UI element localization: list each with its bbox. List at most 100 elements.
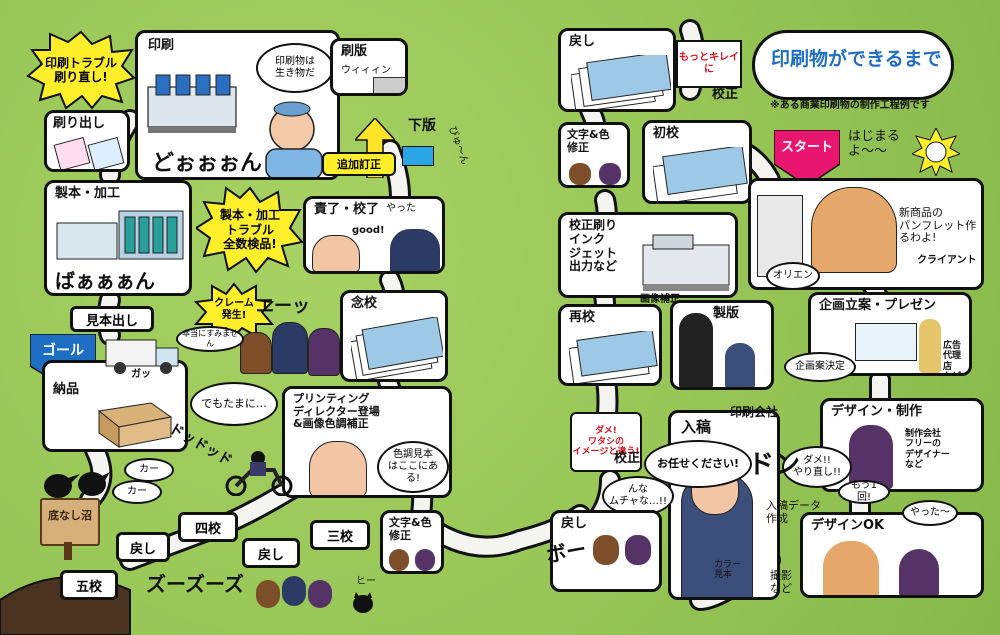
gazohosei-note: 画像補正 xyxy=(640,294,680,305)
nyuko-bubble: お任せください! xyxy=(644,440,752,488)
box-moji-iro-bottom: 文字&色 修正 xyxy=(380,510,444,574)
label-kikaku: 企画立案・プレゼン xyxy=(819,298,937,313)
start-marker: スタート xyxy=(773,129,841,187)
operator-illustration-2 xyxy=(725,343,755,387)
box-modoshi-mid: 戻し xyxy=(550,510,662,592)
box-shoko: 初校 xyxy=(642,120,752,204)
motorcycle-illustration xyxy=(222,448,298,497)
face-illustration-3 xyxy=(569,163,591,185)
bog-sign: 底なし沼 xyxy=(40,498,100,560)
box-nyuko: 入稿 xyxy=(668,410,780,600)
director-bubble: 色調見本 はここにある! xyxy=(377,441,449,493)
label-modoshi-bottom1: 戻し xyxy=(257,547,284,563)
delivery-box-illustration xyxy=(97,402,173,448)
bog-sign-label: 底なし沼 xyxy=(48,509,92,522)
proof-sheets-illustration xyxy=(351,317,443,379)
insatsu-bubble: 印刷物は 生き物だ xyxy=(256,43,334,93)
happy-people-illustration-2 xyxy=(899,549,939,595)
box-design-ok: デザインOK xyxy=(800,512,984,598)
label-modoshi-bottom2: 戻し xyxy=(129,541,156,557)
kikaku-bubble: 企画案決定 xyxy=(784,352,856,382)
dame-yarinaoshi-bubble: ダメ!! やり直し!! xyxy=(782,446,852,488)
label-kosei-suri: 校正刷り インク ジェット 出力など xyxy=(569,218,618,274)
proof-sheets-illustration-2 xyxy=(653,147,748,201)
goko-tag: 五校 xyxy=(60,570,118,600)
trouble-seihon-text: 製本・加工 トラブル 全数検品! xyxy=(219,208,280,252)
proof-sheets-illustration-3 xyxy=(569,331,658,383)
insatsu-sfx: どぉぉぉん xyxy=(152,151,263,176)
nyuko-note2: 撮影 など xyxy=(770,569,792,595)
label-nyuko: 入稿 xyxy=(681,418,712,436)
moichido-bubble: もう1回! xyxy=(838,480,890,504)
hand-illustration xyxy=(312,235,360,271)
client-illustration xyxy=(811,187,897,273)
goal-label: ゴール xyxy=(42,343,84,359)
box-sekiryo: 責了・校了 good! やった xyxy=(303,196,445,274)
binding-machine-illustration xyxy=(56,210,184,260)
box-design: デザイン・制作 制作会社 フリーの デザイナー など xyxy=(820,398,984,492)
box-saiko: 再校 xyxy=(558,304,662,386)
start-speech: はじまる よ〜〜 xyxy=(848,129,901,159)
trouble-print-text: 印刷トラブル 刷り直し! xyxy=(44,55,117,84)
label-surifashi: 刷り出し xyxy=(53,116,106,131)
label-printing-director: プリンティング ディレクター登場 &画像色調補正 xyxy=(293,392,380,431)
happy-people-illustration xyxy=(823,541,879,595)
label-sekiryo: 責了・校了 xyxy=(314,202,380,217)
design-ok-bubble: やった〜 xyxy=(902,500,958,526)
worried-faces-illustration xyxy=(256,572,336,612)
damewatashi-text: ダメ! ワタシの イメージと違う! xyxy=(572,425,640,458)
label-shimohan: 下版 xyxy=(408,118,436,134)
kaa-bubble-1: カー xyxy=(124,458,174,482)
client-speech: 新商品の パンフレット作るわよ! xyxy=(899,206,977,245)
sekiryo-sfx1: good! xyxy=(352,225,385,236)
mottokirei-bubble: もっとキレイに xyxy=(676,40,742,88)
claim-text: クレーム 発生! xyxy=(214,298,254,321)
box-modoshi-top: 戻し xyxy=(558,28,676,112)
label-design: デザイン・制作 xyxy=(831,404,923,419)
start-label: スタート xyxy=(780,140,833,155)
seihan-sfx: ウィィィン xyxy=(341,65,391,76)
claim-people-illustration xyxy=(240,318,340,378)
box-nenko: 念校 xyxy=(340,290,448,382)
sometimes-bubble: でもたまに… xyxy=(190,382,278,426)
sanko-tag: 三校 xyxy=(310,520,370,550)
label-shoko: 初校 xyxy=(653,126,680,141)
hi-sfx: ヒー xyxy=(356,576,376,587)
yonko-tag: 四校 xyxy=(178,512,238,542)
nyuko-sfx: ドン xyxy=(748,450,801,480)
title-block: 印刷物ができるまで xyxy=(752,30,954,100)
printer-man-illustration xyxy=(265,101,323,177)
shimohan-plate xyxy=(402,146,434,166)
label-modoshi-top: 戻し xyxy=(569,34,596,49)
label-insatsu: 印刷 xyxy=(148,38,175,53)
box-kosei-suri: 校正刷り インク ジェット 出力など xyxy=(558,212,738,298)
box-surifashi: 刷り出し xyxy=(44,110,130,172)
modoshi-bottom2-tag: 戻し xyxy=(116,532,170,562)
mottokirei-text: もっとキレイに xyxy=(679,52,739,75)
label-modoshi-mid: 戻し xyxy=(561,516,588,531)
gaman-bubble: 本当にすみません xyxy=(176,326,244,352)
box-client: 新商品の パンフレット作るわよ! クライアント xyxy=(748,178,984,290)
seihon-sfx: ばぁぁぁん xyxy=(55,269,155,293)
delivery-truck-illustration xyxy=(104,336,184,376)
trouble-seihon-burst: 製本・加工 トラブル 全数検品! xyxy=(196,186,304,274)
kikaku-role: 広告代理店 など xyxy=(943,341,962,373)
ee-sfx: エーッ xyxy=(256,296,310,317)
label-sanko: 三校 xyxy=(326,529,353,545)
label-kosei-mid: 校正 xyxy=(614,451,641,466)
mihondashi-tag: 見本出し xyxy=(70,306,154,332)
plate-illustration xyxy=(373,77,405,93)
label-moji-iro-bottom: 文字&色 修正 xyxy=(389,516,432,542)
tsuika-tag: 追加訂正 xyxy=(322,152,396,176)
box-seihon: 製本・加工 ばぁぁぁん xyxy=(44,180,192,296)
black-cat-illustration xyxy=(348,584,378,614)
screen-illustration xyxy=(855,323,917,361)
damewatashi-bubble: ダメ! ワタシの イメージと違う! xyxy=(570,412,642,472)
nyuko-note1: 入稿データ 作成 xyxy=(766,499,821,525)
box-printing-director: プリンティング ディレクター登場 &画像色調補正 色調見本 はここにある! xyxy=(282,386,452,498)
face-illustration-1 xyxy=(389,549,409,571)
arrow-up-shimohan xyxy=(353,116,397,179)
face-illustration-5 xyxy=(593,535,619,565)
label-saiko: 再校 xyxy=(569,310,596,325)
